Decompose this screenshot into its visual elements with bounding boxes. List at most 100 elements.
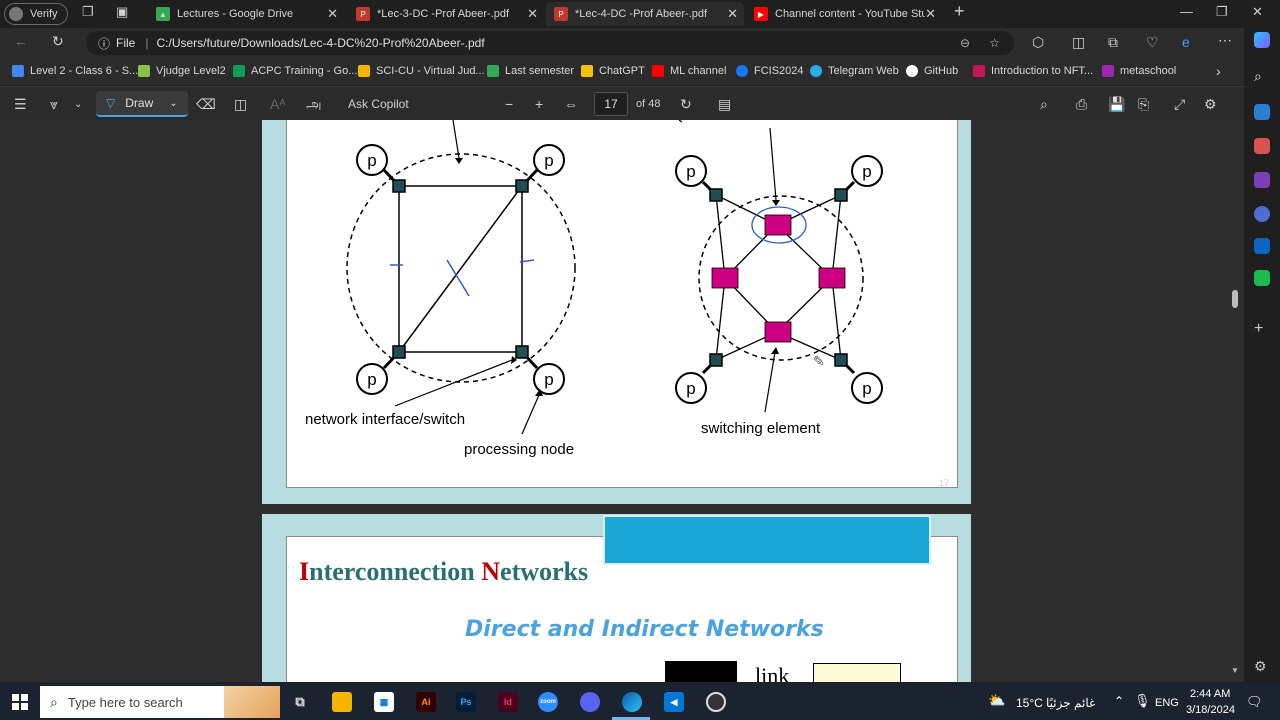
bookmark-item[interactable]: Vjudge Level2 [138,65,226,77]
edge-icon[interactable] [622,692,642,712]
print-icon[interactable]: ⎙ [1076,96,1088,112]
illustrator-icon[interactable]: Ai [416,692,436,712]
temperature[interactable]: 15°C [1016,696,1043,710]
new-tab-button[interactable]: + [954,1,965,21]
close-icon[interactable]: ✕ [727,6,738,21]
back-icon[interactable]: ← [14,33,28,49]
taskbar-search[interactable]: ⌕ Type here to search [40,686,280,718]
zoom-app-icon[interactable]: zoom [538,692,558,712]
tab-lec3-pdf[interactable]: P *Lec-3-DC -Prof Abeer-.pdf ✕ [348,2,544,26]
fit-page-icon[interactable]: ⇔ [564,96,578,112]
close-icon[interactable]: ✕ [925,6,936,21]
recorder-icon[interactable] [706,692,726,712]
photoshop-icon[interactable]: Ps [456,692,476,712]
address-bar[interactable]: ⓘ File | C:/Users/future/Downloads/Lec-4… [86,31,1014,55]
language-indicator[interactable]: ENG [1155,697,1179,709]
draw-button[interactable]: ▽ Draw ⌄ [96,91,188,117]
vscode-icon[interactable]: ◀ [664,692,684,712]
split-screen-icon[interactable]: ◫ [1072,34,1086,50]
search-icon[interactable]: ⌕ [1040,96,1048,112]
favorite-star-icon[interactable]: ☆ [989,36,1000,50]
eraser-icon[interactable]: ⌫ [196,96,216,112]
bookmark-item[interactable]: FCIS2024 [736,65,804,77]
tools-icon[interactable] [1254,138,1270,154]
save-as-icon[interactable]: ⎘ [1138,96,1150,112]
highlight-icon[interactable]: ⩔ [50,96,58,112]
zoom-in-icon[interactable]: + [535,96,544,112]
maximize-button[interactable]: ❐ [1216,4,1228,19]
zoom-out-icon[interactable]: − [505,96,514,112]
switch-node [709,353,723,367]
bookmark-item[interactable]: ML channel [652,65,726,77]
page-view-icon[interactable]: ▤ [718,96,732,112]
microphone-icon[interactable]: 🎙 [1134,693,1151,708]
bookmark-item[interactable]: Introduction to NFT... [973,65,1093,77]
tab-lec4-pdf[interactable]: P *Lec-4-DC -Prof Abeer-.pdf ✕ [546,2,744,26]
tab-actions-icon[interactable]: ▣ [116,4,129,19]
add-icon[interactable]: + [1254,320,1264,337]
drop-icon[interactable] [1254,270,1270,286]
store-icon[interactable]: ▦ [374,692,394,712]
pdf-viewer[interactable]: p p p p network interface/switch process… [0,120,1244,682]
bookmark-item[interactable]: GitHub [906,65,958,77]
search-icon[interactable]: ⌕ [1254,68,1262,84]
page-number-input[interactable]: 17 [594,92,628,116]
bookmark-item[interactable]: ChatGPT [581,65,645,77]
chevron-right-icon[interactable]: › [1216,63,1221,79]
rotate-icon[interactable]: ↻ [680,96,692,112]
profile-verify-button[interactable]: Verify [4,3,68,25]
bookmark-label: SCI-CU - Virtual Jud... [376,65,485,77]
discord-icon[interactable] [580,692,600,712]
info-icon[interactable]: ⓘ [98,36,111,51]
text-box-icon[interactable]: ◫ [234,96,248,112]
window-close-button[interactable]: ✕ [1252,4,1263,19]
edge-bar-icon[interactable]: e [1182,34,1190,50]
chevron-down-icon[interactable]: ⌄ [74,99,83,110]
bookmark-item[interactable]: SCI-CU - Virtual Jud... [358,65,485,77]
file-explorer-icon[interactable] [332,692,352,712]
notification-icon[interactable]: 🗨 [1246,694,1263,709]
bookmark-item[interactable]: Last semester [487,65,574,77]
minimize-button[interactable]: — [1180,4,1193,19]
zoom-icon[interactable]: ⊖ [959,36,970,50]
task-view-icon[interactable]: ⧉ [295,694,305,709]
tab-youtube-studio[interactable]: ▶ Channel content - YouTube Studi ✕ [746,2,942,26]
chevron-down-icon[interactable]: ⌄ [169,97,178,109]
weather-icon[interactable]: ⛅ [988,692,1006,708]
bookmark-item[interactable]: ACPC Training - Go... [233,65,357,77]
weather-text[interactable]: غائم جزئيًا [1046,696,1096,710]
refresh-icon[interactable]: ↻ [52,33,64,49]
workspaces-icon[interactable]: ❐ [82,4,94,19]
indesign-icon[interactable]: Id [498,692,518,712]
copilot-app-icon[interactable] [1254,206,1270,222]
ask-copilot-button[interactable]: Ask Copilot [348,97,409,111]
close-icon[interactable]: ✕ [527,6,538,21]
scrollbar-thumb[interactable] [1232,290,1238,308]
gear-icon[interactable]: ⚙ [1204,96,1217,112]
gear-icon[interactable]: ⚙ [1254,658,1267,674]
games-icon[interactable] [1254,172,1270,188]
favorites-icon[interactable]: ⧉ [1108,34,1118,50]
tab-google-drive[interactable]: ▲ Lectures - Google Drive ✕ [148,2,344,26]
more-menu-icon[interactable]: ⋯ [1218,32,1232,48]
copilot-icon[interactable] [1254,32,1270,48]
windows-start-icon[interactable] [12,694,28,710]
browser-essentials-icon[interactable]: ♡ [1146,34,1159,50]
pin-icon[interactable] [1254,104,1270,120]
pointer-line [769,127,777,201]
contents-icon[interactable]: ☰ [14,96,27,112]
outlook-icon[interactable] [1254,238,1270,254]
clock-time[interactable]: 2:44 AM [1190,688,1231,700]
save-icon[interactable]: 💾 [1108,96,1126,112]
translate-icon[interactable]: அ [306,96,322,112]
clock-date[interactable]: 3/18/2024 [1186,704,1235,716]
url-text[interactable]: C:/Users/future/Downloads/Lec-4-DC%20-Pr… [156,36,485,50]
bookmark-item[interactable]: Telegram Web [810,65,899,77]
extensions-icon[interactable]: ⬡ [1032,34,1045,50]
scroll-down-icon[interactable]: ▼ [1231,666,1239,675]
chevron-up-icon[interactable]: ⌃ [1114,694,1125,708]
bookmark-item[interactable]: Level 2 - Class 6 - S... [12,65,138,77]
bookmark-item[interactable]: metaschool [1102,65,1176,77]
fullscreen-icon[interactable]: ⤢ [1174,96,1186,112]
close-icon[interactable]: ✕ [327,6,338,21]
